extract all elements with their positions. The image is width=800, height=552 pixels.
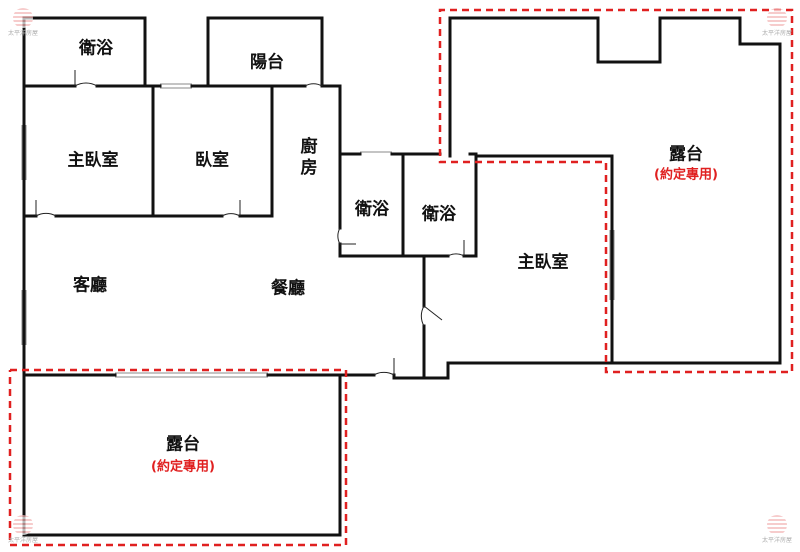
exclusive-use-zones [8,8,794,547]
exclusive-zone-right [438,8,794,374]
room-label-balcony: 陽台 [250,52,284,73]
terrace-bottom-note: (約定專用) [151,459,215,475]
room-label-dining-room: 餐廳 [271,278,305,299]
watermark-text: 太平洋房屋 [761,30,792,37]
room-label-bath-top: 衛浴 [79,38,113,59]
watermark-text: 太平洋房屋 [761,537,792,544]
terrace-right-note: (約定專用) [654,167,718,183]
room-label-bath-middle: 衛浴 [355,199,389,220]
room-label-bedroom: 臥室 [195,150,229,171]
brand-logo-icon [13,515,33,535]
room-label-master-bedroom-2: 主臥室 [517,252,569,273]
room-label-kitchen: 廚房 [296,137,317,179]
exclusive-zone-bottom [8,368,348,547]
brand-logo-icon [767,515,787,535]
watermark-top-left: 太平洋房屋 [3,8,43,37]
watermark-bottom-right: 太平洋房屋 [757,515,797,544]
room-label-terrace-right: 露台 [669,144,703,165]
windows [21,83,615,378]
doors [35,70,465,376]
room-label-terrace-bottom: 露台 [166,434,200,455]
watermark-top-right: 太平洋房屋 [757,8,797,37]
watermark-bottom-left: 太平洋房屋 [3,515,43,544]
brand-logo-icon [13,8,33,28]
watermark-text: 太平洋房屋 [7,30,38,37]
watermark-text: 太平洋房屋 [7,537,38,544]
room-label-master-bedroom: 主臥室 [67,150,119,171]
room-label-living-room: 客廳 [73,275,107,296]
walls [22,16,782,537]
brand-logo-icon [767,8,787,28]
room-label-bath-middle-2: 衛浴 [422,204,456,225]
